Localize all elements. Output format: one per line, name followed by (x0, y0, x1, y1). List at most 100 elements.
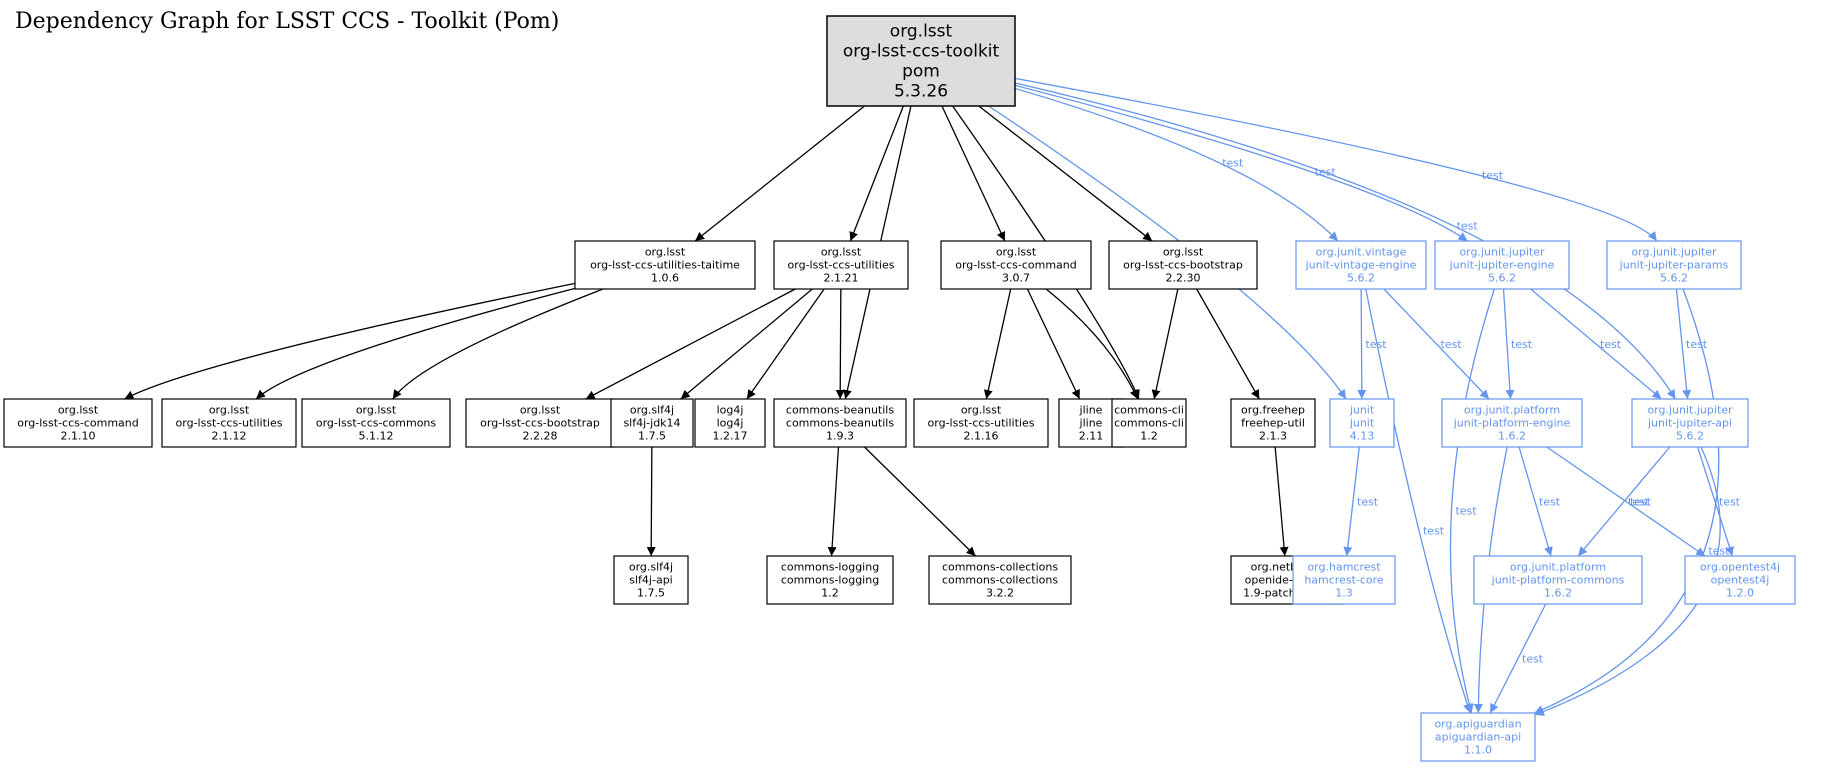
node-label-root-0: org.lsst (890, 22, 953, 42)
edge-vintage-to-apiguardian (1365, 288, 1472, 714)
node-label-slf4j-api-2: 1.7.5 (637, 587, 665, 600)
node-label-log4j-2: 1.2.17 (713, 430, 748, 443)
node-label-jupiter-params-1: junit-jupiter-params (1619, 259, 1729, 272)
edge-beanutils-to-commons-collections (864, 446, 976, 557)
node-label-vintage-1: junit-vintage-engine (1305, 259, 1417, 272)
node-label-utilities-2116-1: org-lsst-ccs-utilities (928, 417, 1035, 430)
node-box-log4j (694, 398, 766, 448)
node-label-root-1: org-lsst-ccs-toolkit (843, 42, 1000, 62)
edge-label-jupiter-engine-to-apiguardian: test (1455, 505, 1477, 518)
node-label-bootstrap-2228-2: 2.2.28 (523, 430, 558, 443)
node-label-commons-5112-1: org-lsst-ccs-commons (316, 417, 437, 430)
node-label-command-2110-1: org-lsst-ccs-command (17, 417, 139, 430)
node-label-log4j-0: log4j (717, 404, 744, 417)
node-label-slf4j-jdk14-2: 1.7.5 (638, 430, 666, 443)
node-box-command-307 (940, 240, 1092, 290)
node-taitime: org.lsstorg-lsst-ccs-utilities-taitime1.… (574, 240, 756, 290)
edge-label-jupiter-engine-to-jupiter-api: test (1600, 338, 1622, 351)
node-label-platform-engine-2: 1.6.2 (1498, 430, 1526, 443)
node-box-jupiter-params (1606, 240, 1742, 290)
node-box-freehep (1230, 398, 1316, 448)
nodes-layer: org.lsstorg-lsst-ccs-toolkitpom5.3.26org… (3, 15, 1796, 762)
node-label-platform-engine-1: junit-platform-engine (1453, 417, 1571, 430)
node-label-commons-cli-2: 1.2 (1140, 430, 1158, 443)
edge-root-to-utilities-2121 (849, 105, 904, 242)
node-box-hamcrest (1292, 555, 1396, 605)
node-label-utilities-2112-0: org.lsst (209, 404, 250, 417)
edge-label-vintage-to-junit: test (1366, 338, 1388, 351)
edge-utilities-2121-to-beanutils (835, 288, 845, 400)
node-box-opentest4j (1684, 555, 1796, 605)
node-box-commons-cli (1111, 398, 1187, 448)
edge-slf4j-jdk14-to-slf4j-api (646, 446, 656, 557)
node-label-commons-logging-0: commons-logging (781, 561, 879, 574)
edge-label-jupiter-engine-to-platform-engine: test (1511, 338, 1533, 351)
node-jupiter-params: org.junit.jupiterjunit-jupiter-params5.6… (1606, 240, 1742, 290)
edge-taitime-to-utilities-2112 (255, 287, 576, 400)
node-box-jupiter-engine (1434, 240, 1570, 290)
node-jupiter-engine: org.junit.jupiterjunit-jupiter-engine5.6… (1434, 240, 1570, 290)
node-platform-commons: org.junit.platformjunit-platform-commons… (1473, 555, 1643, 605)
edge-label-platform-engine-to-platform-commons: test (1539, 496, 1561, 509)
node-label-bootstrap-2228-0: org.lsst (520, 404, 561, 417)
node-label-bootstrap-2230-0: org.lsst (1163, 246, 1204, 259)
node-label-commons-cli-0: commons-cli (1114, 404, 1184, 417)
node-label-command-2110-0: org.lsst (58, 404, 99, 417)
node-label-jupiter-engine-2: 5.6.2 (1488, 272, 1516, 285)
node-label-jupiter-params-2: 5.6.2 (1660, 272, 1688, 285)
node-box-bootstrap-2228 (465, 398, 615, 448)
node-label-utilities-2112-1: org-lsst-ccs-utilities (176, 417, 283, 430)
node-label-commons-collections-0: commons-collections (942, 561, 1058, 574)
node-box-utilities-2121 (773, 240, 909, 290)
node-label-vintage-2: 5.6.2 (1347, 272, 1375, 285)
node-label-jline-2: 2.11 (1079, 430, 1104, 443)
node-label-command-307-1: org-lsst-ccs-command (955, 259, 1077, 272)
edge-utilities-2121-to-slf4j-jdk14 (680, 288, 813, 400)
node-label-bootstrap-2228-1: org-lsst-ccs-bootstrap (480, 417, 600, 430)
edge-vintage-to-junit (1357, 288, 1367, 400)
node-label-command-2110-2: 2.1.10 (61, 430, 96, 443)
edge-jupiter-api-to-opentest4j (1697, 446, 1734, 557)
node-label-taitime-2: 1.0.6 (651, 272, 679, 285)
edge-label-root-to-jupiter-params: test (1482, 169, 1504, 182)
node-label-opentest4j-0: org.opentest4j (1700, 561, 1780, 574)
node-label-commons-cli-1: commons-cli (1114, 417, 1184, 430)
node-label-freehep-1: freehep-util (1241, 417, 1305, 430)
node-label-commons-logging-1: commons-logging (781, 574, 879, 587)
node-label-slf4j-api-0: org.slf4j (629, 561, 673, 574)
node-label-slf4j-jdk14-0: org.slf4j (630, 404, 674, 417)
node-label-hamcrest-2: 1.3 (1335, 587, 1353, 600)
node-label-utilities-2121-1: org-lsst-ccs-utilities (788, 259, 895, 272)
node-label-slf4j-jdk14-1: slf4j-jdk14 (623, 417, 680, 430)
node-label-command-307-0: org.lsst (996, 246, 1037, 259)
edge-jupiter-engine-to-jupiter-api (1530, 288, 1662, 400)
node-label-bootstrap-2230-2: 2.2.30 (1166, 272, 1201, 285)
node-label-commons-5112-2: 5.1.12 (359, 430, 394, 443)
edge-jupiter-engine-to-apiguardian (1449, 288, 1495, 714)
node-label-beanutils-0: commons-beanutils (786, 404, 894, 417)
node-platform-engine: org.junit.platformjunit-platform-engine1… (1441, 398, 1583, 448)
node-box-slf4j-api (613, 555, 689, 605)
edge-utilities-2121-to-bootstrap-2228 (585, 288, 796, 400)
node-label-hamcrest-0: org.hamcrest (1307, 561, 1381, 574)
edge-root-to-bootstrap-2230 (978, 105, 1153, 242)
edge-freehep-to-openide (1274, 446, 1289, 557)
edge-label-platform-commons-to-apiguardian: test (1522, 653, 1544, 666)
edge-platform-engine-to-opentest4j (1546, 446, 1706, 557)
node-label-taitime-1: org-lsst-ccs-utilities-taitime (590, 259, 740, 272)
edge-command-307-to-utilities-2116 (983, 288, 1012, 400)
edge-label-jupiter-api-to-platform-commons: test (1628, 496, 1650, 509)
node-box-slf4j-jdk14 (610, 398, 694, 448)
node-label-jupiter-api-2: 5.6.2 (1676, 430, 1704, 443)
node-label-junit-1: junit (1349, 417, 1375, 430)
edge-label-vintage-to-apiguardian: test (1423, 525, 1445, 538)
edge-command-307-to-jline (1026, 288, 1081, 400)
